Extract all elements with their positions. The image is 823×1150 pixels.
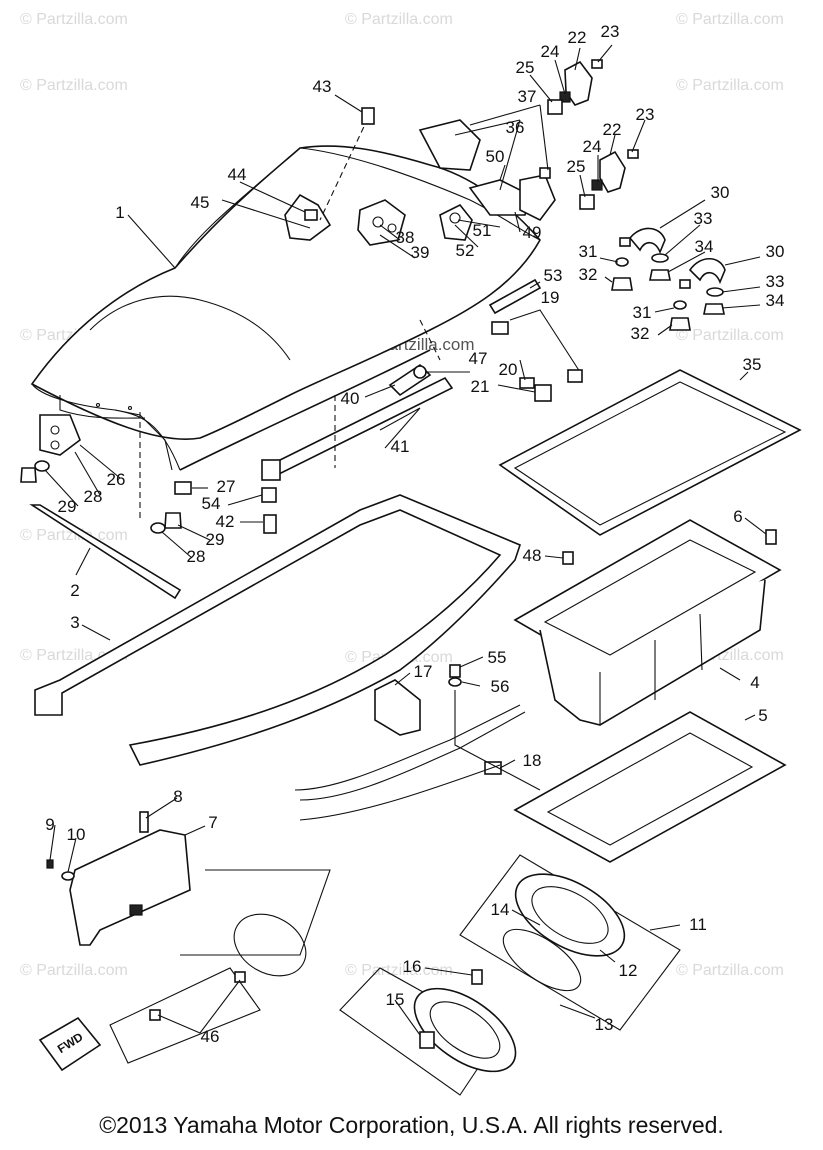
callout-31: 31 [579, 242, 598, 261]
prop-rod [174, 376, 454, 534]
watermark: © Partzilla.com [676, 77, 784, 94]
callout-17: 17 [414, 662, 433, 681]
tray-gasket [498, 369, 802, 536]
watermark: © Partzilla.com [676, 327, 784, 344]
callout-3: 3 [70, 613, 79, 632]
callout-15: 15 [386, 990, 405, 1009]
callout-16: 16 [403, 957, 422, 976]
callout-18: 18 [523, 751, 542, 770]
callout-9: 9 [45, 815, 54, 834]
copyright-notice: ©2013 Yamaha Motor Corporation, U.S.A. A… [99, 1112, 724, 1138]
callout-13: 13 [595, 1015, 614, 1034]
callout-34b: 34 [766, 291, 785, 310]
callout-39: 39 [411, 243, 430, 262]
hose-fittings [611, 227, 726, 331]
callout-24: 24 [541, 42, 560, 61]
callout-6: 6 [733, 507, 742, 526]
callout-19: 19 [541, 288, 560, 307]
mount-bracket [294, 664, 541, 821]
callout-23: 23 [601, 22, 620, 41]
callout-8: 8 [173, 787, 182, 806]
callout-41: 41 [391, 437, 410, 456]
callout-44: 44 [228, 165, 247, 184]
callout-56: 56 [491, 677, 510, 696]
callout-32: 32 [579, 265, 598, 284]
callout-22: 22 [568, 28, 587, 47]
decal-area: FWD [38, 869, 331, 1072]
hardware-set-mid [388, 278, 583, 402]
callout-20: 20 [499, 360, 518, 379]
callout-38: 38 [396, 228, 415, 247]
callout-29: 29 [58, 497, 77, 516]
watermark: © Partzilla.com [20, 77, 128, 94]
watermark: © Partzilla.com [345, 962, 453, 979]
callout-10: 10 [67, 825, 86, 844]
callouts: 43 44 45 1 22 23 24 25 37 36 50 22 23 24… [45, 22, 784, 1046]
callout-1: 1 [115, 203, 124, 222]
callout-21: 21 [471, 377, 490, 396]
callout-31b: 31 [633, 303, 652, 322]
callout-25b: 25 [567, 157, 586, 176]
callout-32b: 32 [631, 324, 650, 343]
callout-4: 4 [750, 673, 759, 692]
callout-40: 40 [341, 389, 360, 408]
callout-46: 46 [201, 1027, 220, 1046]
watermark: © Partzilla.com [345, 11, 453, 28]
callout-51: 51 [473, 221, 492, 240]
callout-55: 55 [488, 648, 507, 667]
callout-2: 2 [70, 581, 79, 600]
callout-54: 54 [202, 494, 221, 513]
callout-50: 50 [486, 147, 505, 166]
callout-33b: 33 [766, 272, 785, 291]
vent-assembly [339, 854, 681, 1096]
hood-cover [30, 145, 541, 471]
tray-flange-gasket [513, 711, 787, 863]
callout-27: 27 [217, 477, 236, 496]
callout-30b: 30 [766, 242, 785, 261]
leader-lines [44, 44, 767, 1036]
callout-35: 35 [743, 355, 762, 374]
callout-29b: 29 [206, 530, 225, 549]
callout-26: 26 [107, 470, 126, 489]
watermark: © Partzilla.com [20, 962, 128, 979]
callout-28b: 28 [187, 547, 206, 566]
callout-43: 43 [313, 77, 332, 96]
hinge-set [20, 412, 182, 600]
callout-24b: 24 [583, 137, 602, 156]
callout-11: 11 [689, 915, 707, 934]
callout-12: 12 [619, 961, 638, 980]
callout-52: 52 [456, 241, 475, 260]
callout-42: 42 [216, 512, 235, 531]
watermark: © Partzilla.com [20, 527, 128, 544]
gasket-seal [34, 494, 521, 766]
callout-5: 5 [758, 706, 767, 725]
callout-14: 14 [491, 900, 510, 919]
callout-48: 48 [523, 546, 542, 565]
callout-45: 45 [191, 193, 210, 212]
watermark: © Partzilla.com [676, 962, 784, 979]
callout-37: 37 [518, 87, 537, 106]
storage-tray [513, 519, 782, 726]
callout-28: 28 [84, 487, 103, 506]
side-bracket [46, 811, 191, 946]
callout-49: 49 [523, 223, 542, 242]
callout-23b: 23 [636, 105, 655, 124]
watermark: © Partzilla.com [20, 11, 128, 28]
watermark: © Partzilla.com [676, 11, 784, 28]
callout-47: 47 [469, 349, 488, 368]
callout-22b: 22 [603, 120, 622, 139]
hood-fittings [284, 107, 556, 246]
callout-53: 53 [544, 266, 563, 285]
latch-assemblies [547, 59, 639, 210]
callout-25: 25 [516, 58, 535, 77]
callout-36: 36 [506, 118, 525, 137]
callout-34: 34 [695, 237, 714, 256]
callout-7: 7 [208, 813, 217, 832]
callout-30: 30 [711, 183, 730, 202]
callout-33: 33 [694, 209, 713, 228]
